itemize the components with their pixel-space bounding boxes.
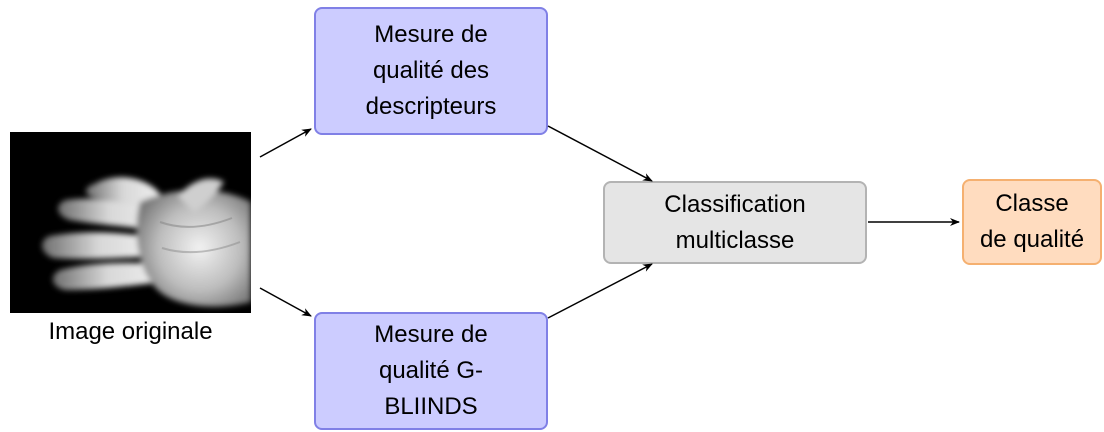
image-caption: Image originale: [48, 318, 213, 345]
classification-box: Classification multiclasse: [603, 181, 867, 264]
quality-class-line-2: de qualité: [979, 226, 1085, 253]
classification-line-2: multiclasse: [675, 226, 795, 254]
descriptor-quality-line-3: descripteurs: [365, 93, 497, 120]
arrow-descriptor-to-classification: [547, 125, 653, 182]
descriptor-quality-box: Mesure de qualité des descripteurs: [314, 7, 548, 135]
arrow-image-to-descriptor: [259, 128, 312, 158]
gbliinds-quality-line-1: Mesure de: [374, 321, 488, 348]
gbliinds-quality-line-3: BLIINDS: [384, 393, 478, 420]
arrow-image-to-gbliinds: [259, 287, 312, 317]
descriptor-quality-line-2: qualité des: [372, 57, 490, 84]
descriptor-quality-line-1: Mesure de: [374, 21, 488, 48]
quality-class-box: Classe de qualité: [962, 179, 1102, 265]
classification-line-1: Classification: [664, 190, 806, 218]
gbliinds-quality-line-2: qualité G-: [378, 357, 484, 384]
gbliinds-quality-box: Mesure de qualité G- BLIINDS: [314, 312, 548, 430]
hand-image: [10, 132, 251, 313]
quality-class-line-1: Classe: [995, 190, 1069, 217]
arrow-gbliinds-to-classification: [547, 263, 653, 319]
